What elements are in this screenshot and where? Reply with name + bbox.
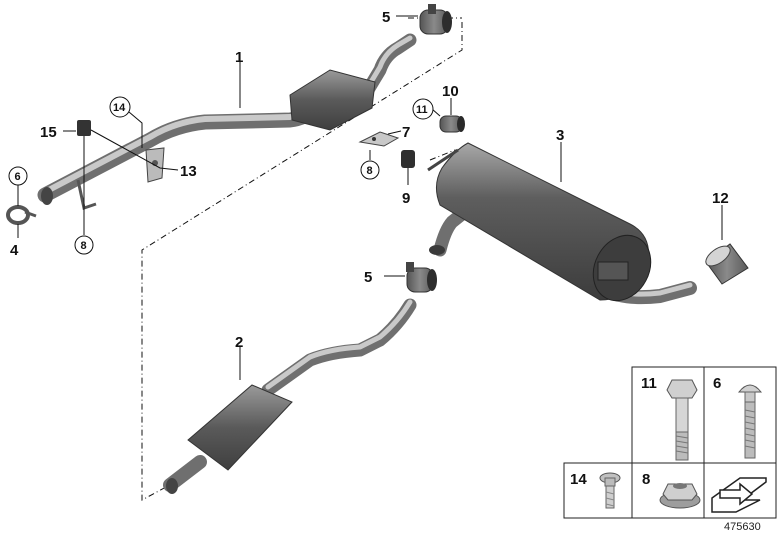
callout-3: 3 — [556, 127, 564, 144]
callout-13: 13 — [180, 163, 197, 180]
rear-silencer-part — [427, 142, 697, 305]
front-pipe-part — [37, 33, 417, 210]
pipe-clamp-part — [6, 205, 37, 225]
rubber-damper-part — [401, 150, 415, 168]
callout-7: 7 — [402, 124, 410, 141]
callout-8-right: 8 — [367, 165, 373, 177]
callout-6: 6 — [15, 171, 21, 183]
callout-1: 1 — [235, 49, 243, 66]
callout-11: 11 — [416, 104, 428, 116]
sleeve-part — [439, 115, 465, 133]
center-silencer — [289, 69, 376, 131]
legend-label-8: 8 — [642, 471, 650, 488]
tailpipe-tip-part — [705, 243, 749, 285]
legend-label-6: 6 — [713, 375, 721, 392]
leader-lines — [17, 15, 723, 380]
callout-4: 4 — [10, 242, 19, 259]
carriage-bolt-icon — [737, 384, 763, 459]
flange-nut-icon — [659, 483, 701, 509]
callout-2: 2 — [235, 334, 243, 351]
callout-5-lower: 5 — [364, 269, 372, 286]
callout-12: 12 — [712, 190, 729, 207]
callout-8-left: 8 — [81, 240, 87, 252]
legend-label-11: 11 — [641, 375, 657, 392]
callout-14: 14 — [113, 102, 126, 114]
callout-labels: 1 2 3 4 5 5 7 9 10 12 13 15 6 8 8 11 14 — [8, 9, 729, 351]
clamp-part-lower — [406, 262, 437, 293]
clamp-part-top — [419, 4, 452, 35]
arrow-symbol-icon — [711, 477, 767, 513]
fastener-legend: 11 6 14 8 — [563, 366, 777, 533]
hex-bolt-icon — [666, 379, 698, 461]
callout-9: 9 — [402, 190, 410, 207]
image-number: 475630 — [724, 521, 761, 533]
legend-label-14: 14 — [570, 471, 587, 488]
callout-5-top: 5 — [382, 9, 390, 26]
flange-screw-icon — [599, 472, 621, 509]
callout-10: 10 — [442, 83, 459, 100]
mount-boundary-line — [429, 149, 471, 161]
rubber-mount-part — [77, 120, 91, 136]
callout-15: 15 — [40, 124, 57, 141]
assembly-boundary-line — [141, 22, 463, 501]
hanger-bracket-part — [358, 131, 400, 147]
intermediate-pipe-part — [163, 298, 417, 494]
